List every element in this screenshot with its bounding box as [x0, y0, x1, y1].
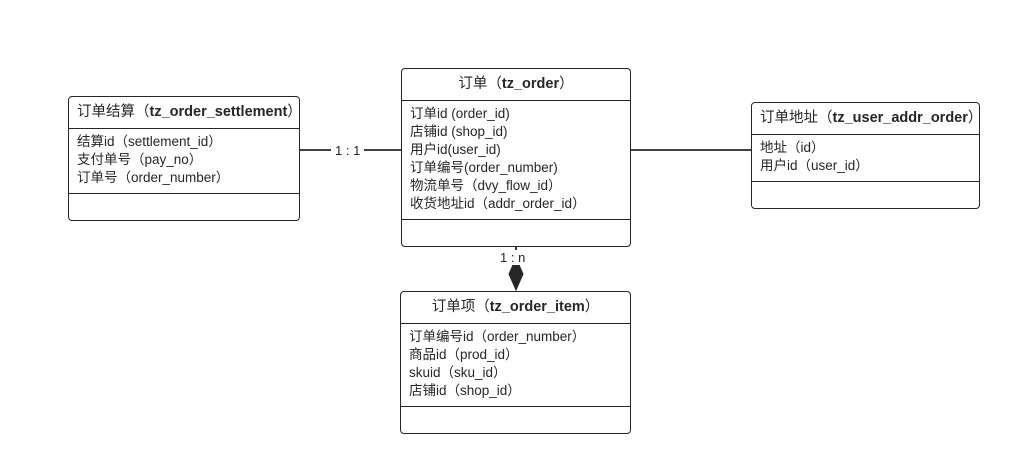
entity-title-order: 订单（tz_order） [402, 69, 630, 102]
attribute-row: 商品id（prod_id） [409, 347, 519, 363]
title-paren-close: ） [559, 76, 574, 92]
attribute-row: 收货地址id（addr_order_id） [410, 196, 586, 212]
attribute-row: 地址（id） [760, 140, 825, 156]
entity-order-item[interactable]: 订单项（tz_order_item） 订单编号id（order_number） … [400, 291, 631, 435]
attribute-row: 店铺id（shop_id） [409, 383, 521, 399]
title-paren-open: （ [487, 76, 502, 92]
attribute-row: 物流单号（dvy_flow_id） [410, 178, 562, 194]
title-paren-open: （ [818, 110, 833, 126]
cardinality-label-settlement-order: 1 : 1 [331, 143, 365, 158]
attribute-row: 支付单号（pay_no） [77, 152, 203, 168]
attribute-row: 用户id(user_id) [410, 142, 501, 158]
entity-title-order-item: 订单项（tz_order_item） [401, 292, 630, 325]
entity-attributes-user-addr-order: 地址（id） 用户id（user_id） [752, 135, 979, 183]
title-paren-close: ） [287, 104, 299, 120]
entity-footer-compartment [402, 220, 630, 246]
entity-cn-name: 订单地址 [760, 110, 818, 126]
entity-cn-name: 订单 [458, 76, 488, 92]
entity-attributes-order-item: 订单编号id（order_number） 商品id（prod_id） skuid… [401, 324, 630, 408]
attribute-row: skuid（sku_id） [409, 365, 507, 381]
attribute-row: 结算id（settlement_id） [77, 134, 222, 150]
entity-cn-name: 订单结算 [77, 104, 135, 120]
entity-table-name: tz_user_addr_order [832, 110, 968, 126]
entity-footer-compartment [401, 407, 630, 433]
attribute-row: 订单编号(order_number) [410, 160, 558, 176]
attribute-row: 用户id（user_id） [760, 158, 869, 174]
entity-footer-compartment [69, 194, 299, 220]
title-paren-open: （ [475, 299, 490, 315]
cardinality-label-order-item: 1 : n [496, 250, 530, 265]
entity-footer-compartment [752, 182, 979, 208]
attribute-row: 订单编号id（order_number） [409, 329, 586, 345]
entity-table-name: tz_order_settlement [149, 104, 288, 120]
entity-user-addr-order[interactable]: 订单地址（tz_user_addr_order） 地址（id） 用户id（use… [751, 102, 980, 210]
entity-attributes-order: 订单id (order_id) 店铺id (shop_id) 用户id(user… [402, 101, 630, 221]
entity-title-user-addr-order: 订单地址（tz_user_addr_order） [752, 103, 979, 136]
attribute-row: 店铺id (shop_id) [410, 124, 508, 140]
entity-cn-name: 订单项 [431, 299, 476, 315]
entity-title-order-settlement: 订单结算（tz_order_settlement） [69, 97, 299, 130]
title-paren-close: ） [968, 110, 979, 126]
entity-order[interactable]: 订单（tz_order） 订单id (order_id) 店铺id (shop_… [401, 68, 631, 248]
entity-order-settlement[interactable]: 订单结算（tz_order_settlement） 结算id（settlemen… [68, 96, 300, 222]
title-paren-open: （ [135, 104, 150, 120]
attribute-row: 订单id (order_id) [410, 106, 510, 122]
entity-attributes-order-settlement: 结算id（settlement_id） 支付单号（pay_no） 订单号（ord… [69, 129, 299, 195]
entity-table-name: tz_order [501, 76, 560, 92]
entity-table-name: tz_order_item [489, 299, 585, 315]
title-paren-close: ） [584, 299, 600, 315]
attribute-row: 订单号（order_number） [77, 170, 230, 186]
